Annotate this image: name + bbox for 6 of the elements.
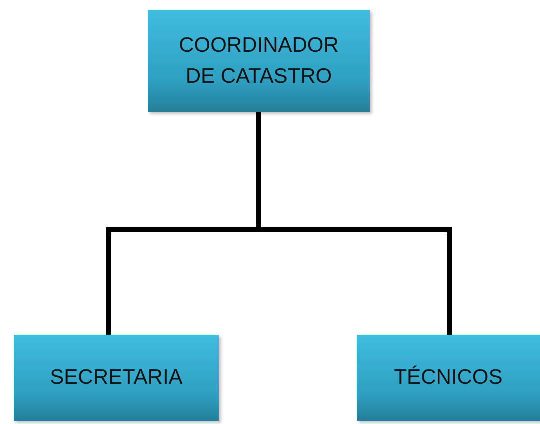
box-label: TÉCNICOS <box>394 364 503 392</box>
box-label: SECRETARIA <box>50 365 183 392</box>
org-box <box>14 335 219 421</box>
org-box <box>148 10 370 112</box>
org-box <box>357 335 540 421</box>
box-label: COORDINADOR DE CATASTRO <box>178 32 340 90</box>
